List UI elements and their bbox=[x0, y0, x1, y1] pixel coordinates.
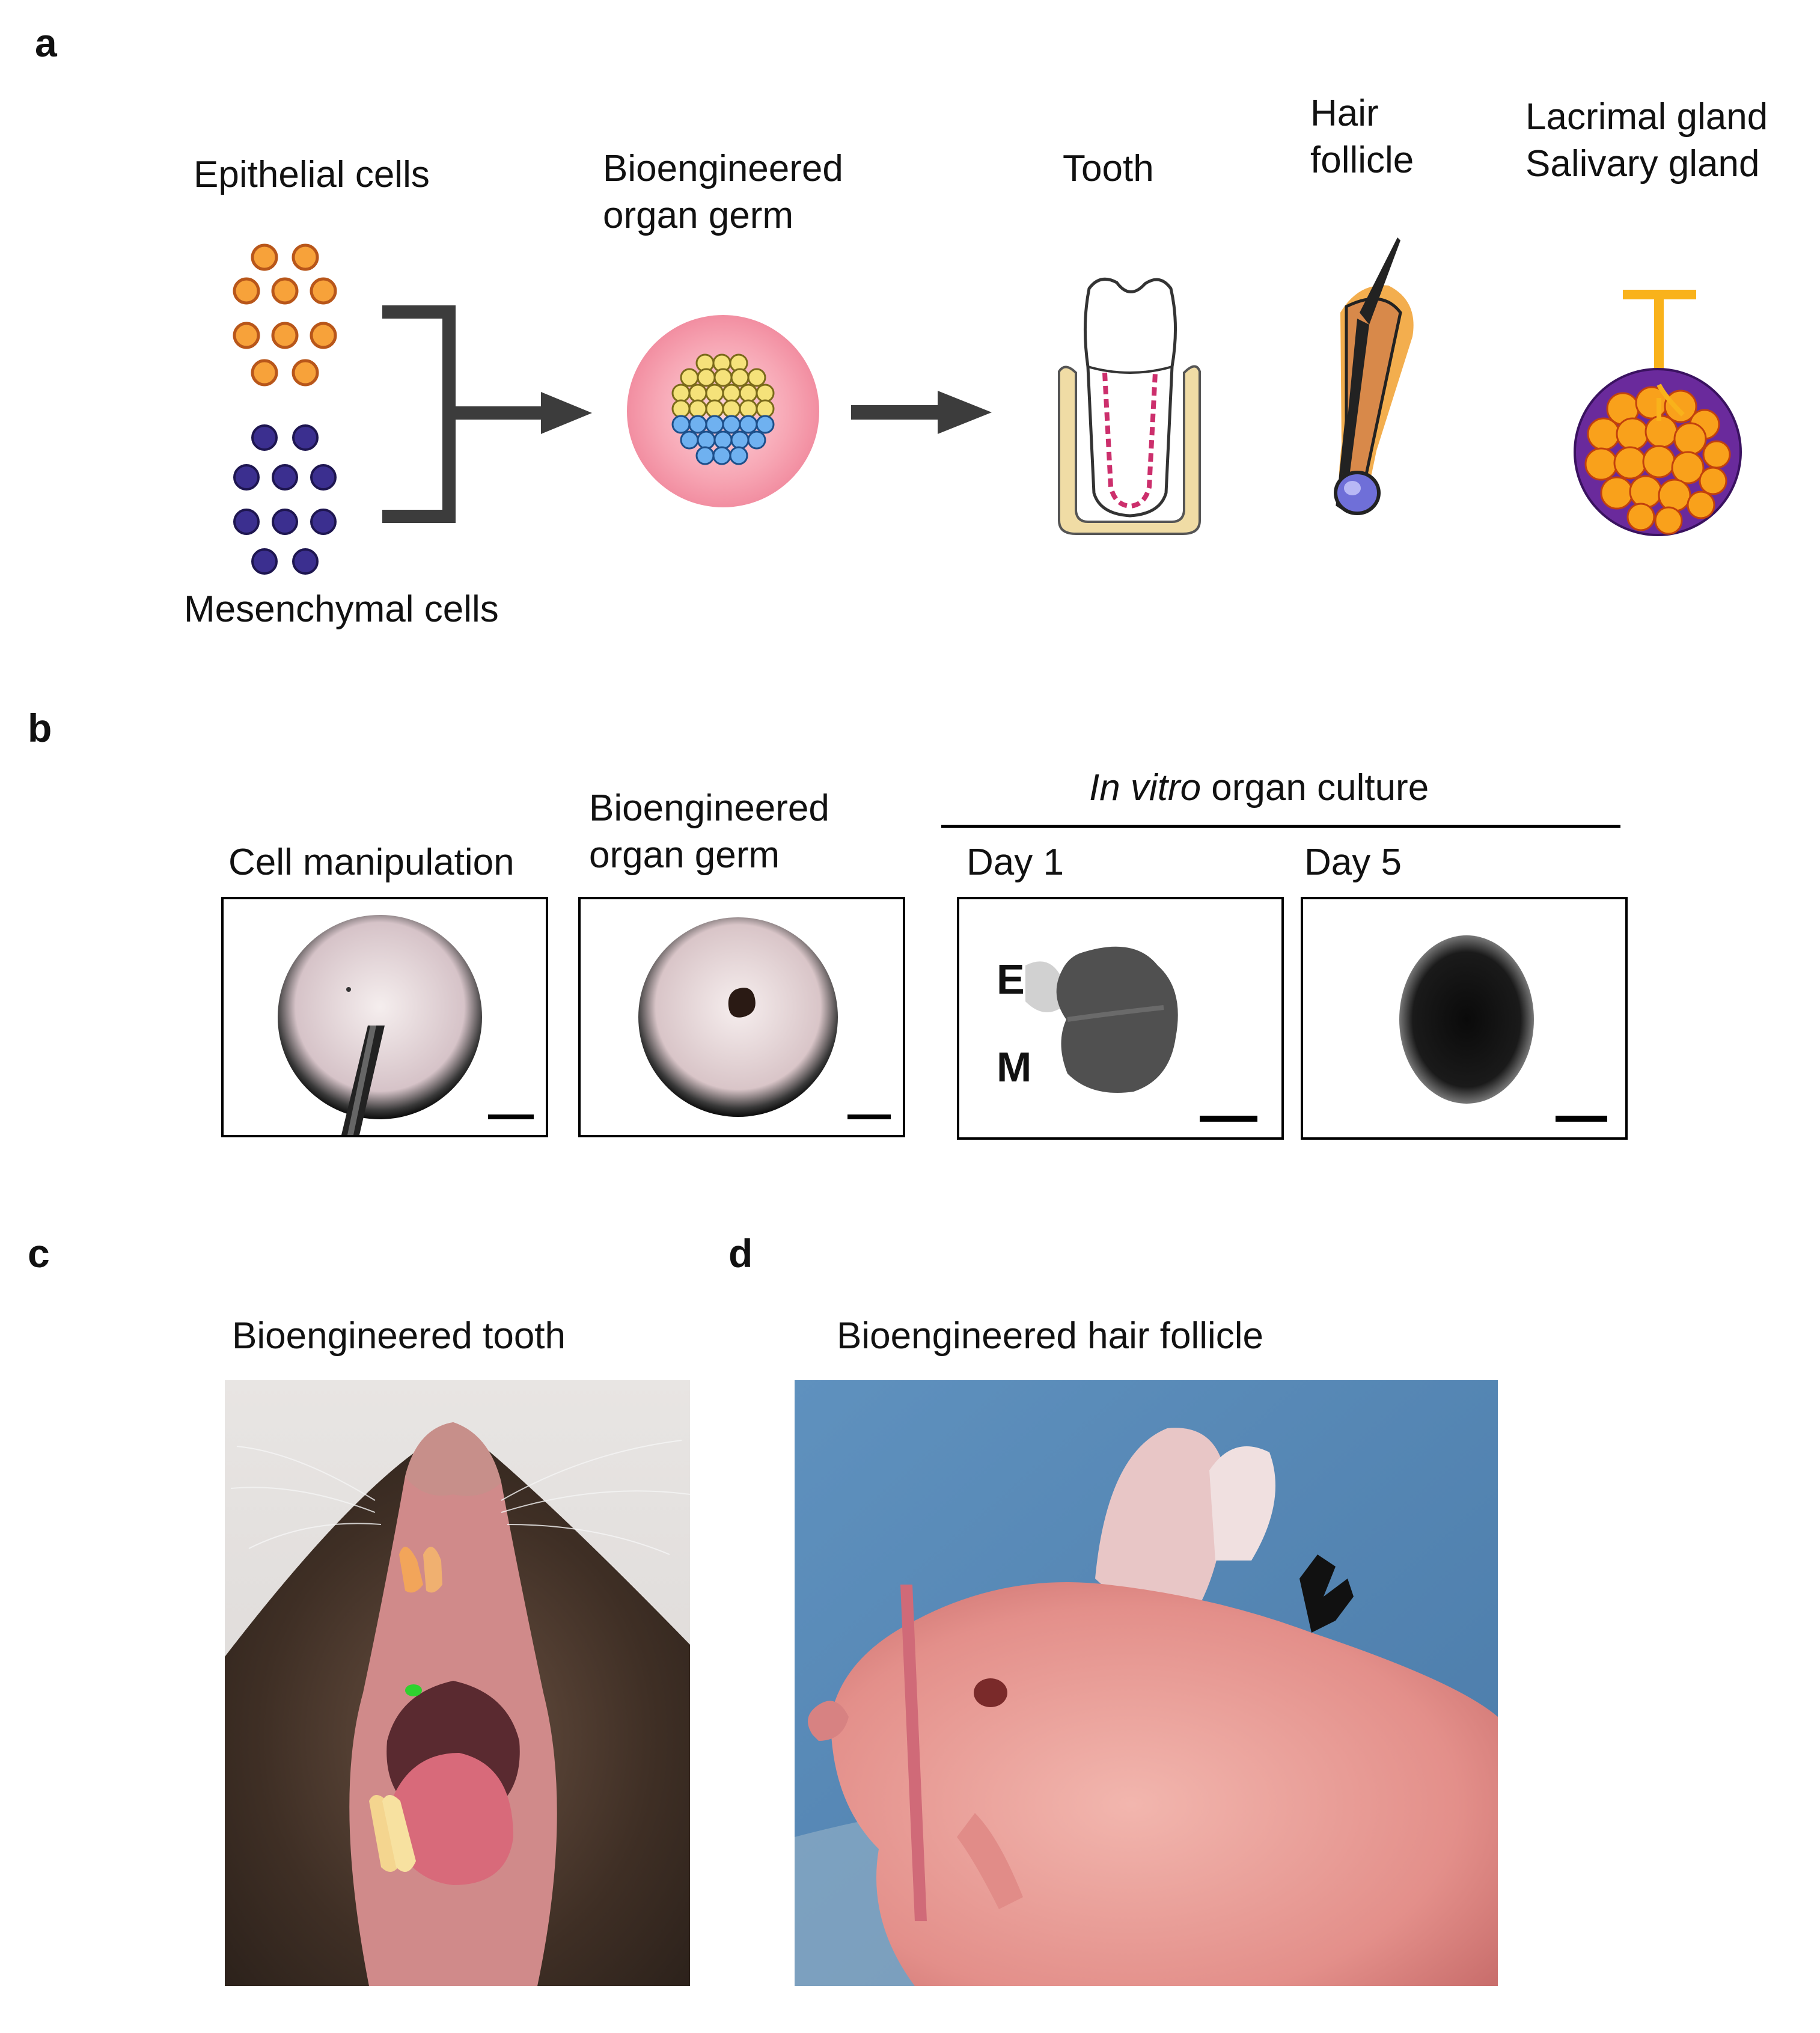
scale-bar-4 bbox=[1556, 1116, 1607, 1122]
scale-bar-1 bbox=[488, 1114, 534, 1119]
hair-follicle-illustration bbox=[1334, 237, 1414, 515]
tooth-label: Tooth bbox=[1063, 148, 1154, 189]
hair-label-line2: follicle bbox=[1310, 139, 1414, 181]
day1-label: Day 1 bbox=[966, 842, 1064, 883]
germ-label-a-line1: Bioengineered bbox=[603, 148, 843, 189]
bioengineered-tooth-title: Bioengineered tooth bbox=[232, 1315, 566, 1357]
panel-a-diagram bbox=[233, 237, 1742, 575]
mesenchymal-cells-label: Mesenchymal cells bbox=[184, 588, 499, 630]
gland-label-line2: Salivary gland bbox=[1525, 142, 1760, 185]
arrow-head-2 bbox=[938, 391, 992, 434]
culture-title: In vitro organ culture bbox=[1089, 765, 1429, 812]
bioengineered-hair-follicle-title: Bioengineered hair follicle bbox=[837, 1315, 1264, 1357]
arrow-head-1 bbox=[541, 392, 592, 434]
culture-title-italic: In vitro bbox=[1089, 767, 1202, 809]
panel-letter-b: b bbox=[28, 706, 52, 750]
culture-title-rest: organ culture bbox=[1201, 767, 1429, 809]
marker-m: M bbox=[997, 1044, 1032, 1090]
marker-e: E bbox=[997, 956, 1025, 1003]
arrow-shaft-2 bbox=[851, 405, 941, 420]
scale-bar-2 bbox=[847, 1114, 891, 1119]
gland-label: Lacrimal gland Salivary gland bbox=[1525, 94, 1768, 187]
germ-label-b-line1: Bioengineered bbox=[589, 787, 829, 829]
panel-letter-a: a bbox=[35, 20, 57, 65]
organ-germ-image bbox=[578, 897, 905, 1137]
hair-follicle-label: Hair follicle bbox=[1310, 90, 1414, 183]
epithelial-cells-label: Epithelial cells bbox=[194, 154, 430, 195]
bioengineered-tooth-photo bbox=[225, 1380, 690, 1986]
organ-germ-diagram bbox=[627, 315, 819, 507]
panel-letter-c: c bbox=[28, 1231, 50, 1276]
cell-manipulation-image bbox=[221, 897, 548, 1137]
gland-illustration bbox=[1574, 290, 1742, 536]
day5-label: Day 5 bbox=[1304, 842, 1402, 883]
hair-label-line1: Hair bbox=[1310, 93, 1379, 134]
cell-manipulation-label: Cell manipulation bbox=[228, 842, 515, 883]
culture-title-underline bbox=[941, 825, 1620, 828]
day5-image bbox=[1301, 897, 1628, 1140]
germ-label-a-line2: organ germ bbox=[603, 194, 794, 236]
gland-label-line1: Lacrimal gland bbox=[1525, 96, 1768, 138]
mesenchymal-cells-cluster bbox=[233, 424, 337, 575]
scale-bar-3 bbox=[1200, 1116, 1257, 1122]
day1-image: E M bbox=[957, 897, 1284, 1140]
germ-label-b-line2: organ germ bbox=[589, 834, 780, 876]
combine-bracket bbox=[382, 305, 545, 523]
germ-label-a: Bioengineered organ germ bbox=[603, 145, 843, 239]
epithelial-cells-cluster bbox=[233, 243, 337, 387]
germ-label-b: Bioengineered organ germ bbox=[589, 785, 829, 878]
tooth-illustration bbox=[1058, 277, 1201, 535]
panel-letter-d: d bbox=[728, 1231, 753, 1276]
bioengineered-hair-follicle-photo bbox=[795, 1380, 1498, 1986]
